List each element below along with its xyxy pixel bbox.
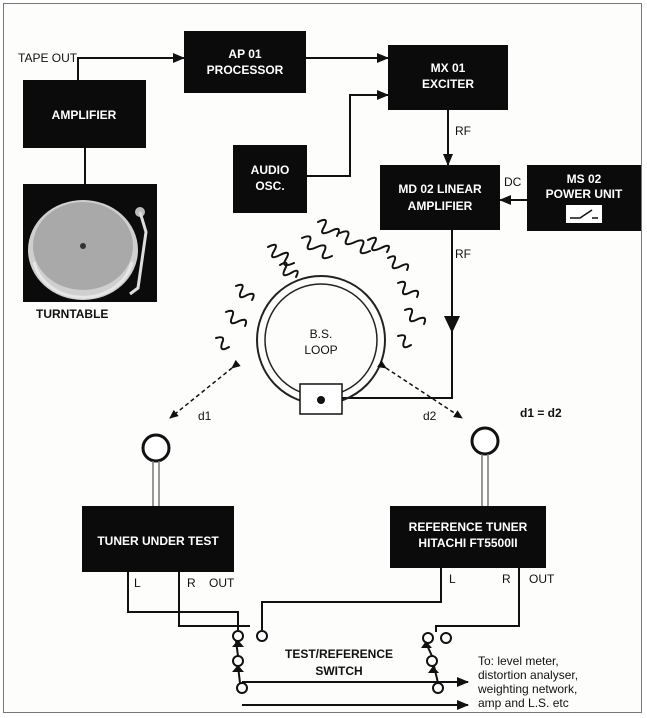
tuner-test-port-out: OUT (209, 576, 235, 590)
rf-label-2: RF (455, 247, 471, 261)
linear-amp-label-1: MD 02 LINEAR (398, 182, 482, 196)
bs-loop (256, 275, 386, 415)
processor-label-2: PROCESSOR (207, 63, 284, 77)
dc-label: DC (504, 175, 522, 189)
power-unit-label-2: POWER UNIT (546, 187, 623, 201)
exciter-label-1: MX 01 (431, 61, 466, 75)
reference-tuner-label-1: REFERENCE TUNER (409, 520, 528, 534)
exciter-label-2: EXCITER (422, 77, 474, 91)
loop-label-2: LOOP (304, 343, 337, 357)
reference-tuner-antenna-icon (470, 426, 500, 506)
wire-ref-r (435, 568, 520, 632)
audio-osc-label-2: OSC. (255, 179, 284, 193)
d1-arrow (169, 359, 241, 419)
d1-label: d1 (198, 409, 212, 423)
turntable-label: TURNTABLE (36, 307, 108, 321)
amplifier-block: AMPLIFIER (23, 80, 146, 148)
rf-label-1: RF (455, 124, 471, 138)
amplifier-label: AMPLIFIER (52, 108, 117, 122)
tuner-under-test-label: TUNER UNDER TEST (97, 534, 219, 548)
wire-test-r (178, 572, 250, 627)
processor-block: AP 01 PROCESSOR (184, 31, 306, 93)
linear-amplifier-block: MD 02 LINEAR AMPLIFIER (380, 165, 500, 230)
d2-label: d2 (423, 409, 437, 423)
wire-test-l (127, 572, 239, 630)
wire-osc-to-exciter (307, 90, 389, 177)
output-note-1: To: level meter, (478, 654, 559, 668)
switch-label-2: SWITCH (315, 664, 362, 678)
audio-osc-label-1: AUDIO (251, 163, 290, 177)
output-note-4: amp and L.S. etc (478, 696, 569, 710)
tuner-under-test-block: TUNER UNDER TEST (82, 506, 234, 572)
switch-arrow-right-2 (428, 666, 439, 673)
tuner-test-port-r: R (187, 576, 196, 590)
distance-equality-label: d1 = d2 (520, 406, 562, 420)
switch-arrow-right-1 (421, 641, 432, 648)
switch-label-1: TEST/REFERENCE (285, 647, 393, 661)
tape-out-label: TAPE OUT (18, 51, 78, 65)
linear-amp-label-2: AMPLIFIER (408, 199, 473, 213)
wire-linear-amp-to-loop (338, 230, 453, 399)
reference-tuner-label-2: HITACHI FT5500II (418, 536, 517, 550)
d2-arrow (377, 360, 463, 419)
output-note-2: distortion analyser, (478, 668, 578, 682)
power-unit-block: MS 02 POWER UNIT (527, 165, 641, 231)
switch-arrow-left-1 (232, 640, 244, 647)
ref-tuner-port-out: OUT (529, 572, 555, 586)
radiation-squiggles (215, 218, 427, 351)
loop-label-1: B.S. (310, 327, 333, 341)
wire-amp-to-processor (77, 53, 185, 80)
ref-tuner-port-r: R (502, 572, 511, 586)
processor-label-1: AP 01 (228, 47, 261, 61)
reference-tuner-block: REFERENCE TUNER HITACHI FT5500II (390, 506, 546, 568)
test-tuner-antenna-icon (141, 433, 171, 506)
power-unit-label-1: MS 02 (567, 172, 602, 186)
switch-arrow-left-2 (232, 665, 244, 672)
tuner-test-port-l: L (134, 576, 141, 590)
wire-ref-l (261, 568, 442, 630)
ref-tuner-port-l: L (449, 572, 456, 586)
power-switch-icon (566, 205, 602, 223)
test-reference-switch-icon (232, 630, 452, 694)
output-note-3: weighting network, (477, 682, 577, 696)
turntable-icon (23, 184, 157, 302)
rf-arrow (444, 316, 460, 333)
audio-osc-block: AUDIO OSC. (233, 145, 307, 213)
exciter-block: MX 01 EXCITER (388, 45, 508, 110)
